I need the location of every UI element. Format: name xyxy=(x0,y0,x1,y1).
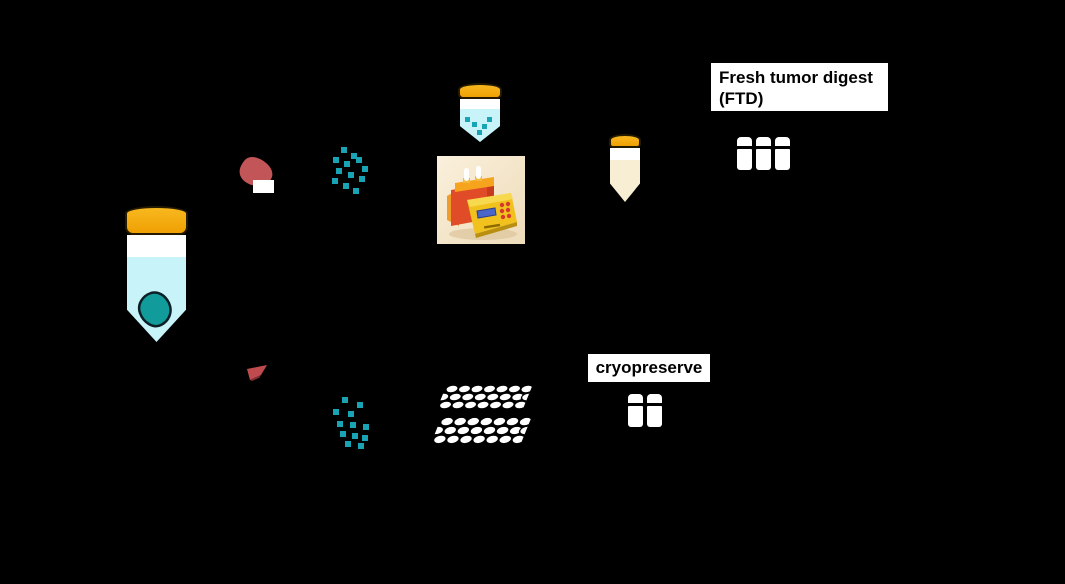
cell-square-icon xyxy=(340,431,346,437)
minced-tissue-tube-icon xyxy=(458,83,502,142)
cell-square-icon xyxy=(487,117,492,122)
scalpel-blade-icon xyxy=(253,180,274,193)
cell-square-icon xyxy=(356,157,362,163)
vial-cap-icon xyxy=(628,394,643,405)
cell-square-icon xyxy=(362,435,368,441)
ftd-label-line1: Fresh tumor digest xyxy=(719,68,873,87)
cell-square-icon xyxy=(348,411,354,417)
cell-square-icon xyxy=(357,402,363,408)
cryovial-icon xyxy=(775,137,790,170)
cryovial-icon xyxy=(756,137,771,170)
cell-square-icon xyxy=(343,183,349,189)
cell-square-icon xyxy=(359,176,365,182)
vial-body-icon xyxy=(737,149,752,170)
tube-neck-icon xyxy=(610,148,640,160)
cell-square-icon xyxy=(337,421,343,427)
cell-square-icon xyxy=(342,397,348,403)
tube-neck-icon xyxy=(127,235,186,257)
cell-square-icon xyxy=(472,122,477,127)
cell-square-icon xyxy=(351,153,357,159)
specimen-tube-icon xyxy=(125,206,188,342)
cell-square-icon xyxy=(353,188,359,194)
vial-cap-icon xyxy=(647,394,662,405)
cell-square-icon xyxy=(363,424,369,430)
cell-square-icon xyxy=(341,147,347,153)
tube-cap-icon xyxy=(125,206,188,235)
cell-square-icon xyxy=(352,433,358,439)
tube-cap-icon xyxy=(609,134,641,148)
vial-cap-icon xyxy=(756,137,771,148)
tube-media-icon xyxy=(460,109,500,142)
vial-cap-icon xyxy=(737,137,752,148)
cell-square-icon xyxy=(333,409,339,415)
tumor-tissue-fragment-icon xyxy=(247,365,267,381)
tube-digest-icon xyxy=(610,160,640,202)
cryovial-icon xyxy=(737,137,752,170)
cell-square-icon xyxy=(482,124,487,129)
cryopreserve-label: cryopreserve xyxy=(588,354,710,382)
vial-cap-icon xyxy=(775,137,790,148)
cryovial-icon xyxy=(628,394,643,427)
cell-square-icon xyxy=(358,443,364,449)
cell-square-icon xyxy=(344,161,350,167)
cell-square-icon xyxy=(336,168,342,174)
cell-square-icon xyxy=(345,441,351,447)
vial-body-icon xyxy=(775,149,790,170)
cell-square-icon xyxy=(333,157,339,163)
vial-body-icon xyxy=(647,406,662,427)
cell-square-icon xyxy=(465,117,470,122)
tissue-dissociator-instrument-photo xyxy=(437,156,525,244)
vial-body-icon xyxy=(756,149,771,170)
ftd-label-line2: (FTD) xyxy=(719,89,764,108)
fresh-tumor-digest-label: Fresh tumor digest (FTD) xyxy=(711,63,888,111)
cryovial-icon xyxy=(647,394,662,427)
cell-strainer-mesh-icon xyxy=(430,416,532,445)
vial-body-icon xyxy=(628,406,643,427)
tube-neck-icon xyxy=(460,99,500,109)
digest-tube-icon xyxy=(609,134,641,202)
cell-square-icon xyxy=(332,178,338,184)
cell-square-icon xyxy=(477,130,482,135)
cell-square-icon xyxy=(348,172,354,178)
cell-square-icon xyxy=(350,422,356,428)
tumor-tissue-fragment-icon xyxy=(239,156,273,186)
cell-strainer-mesh-icon xyxy=(436,384,533,410)
cell-square-icon xyxy=(362,166,368,172)
tumor-piece-icon xyxy=(137,291,172,328)
tube-cap-icon xyxy=(458,83,502,99)
